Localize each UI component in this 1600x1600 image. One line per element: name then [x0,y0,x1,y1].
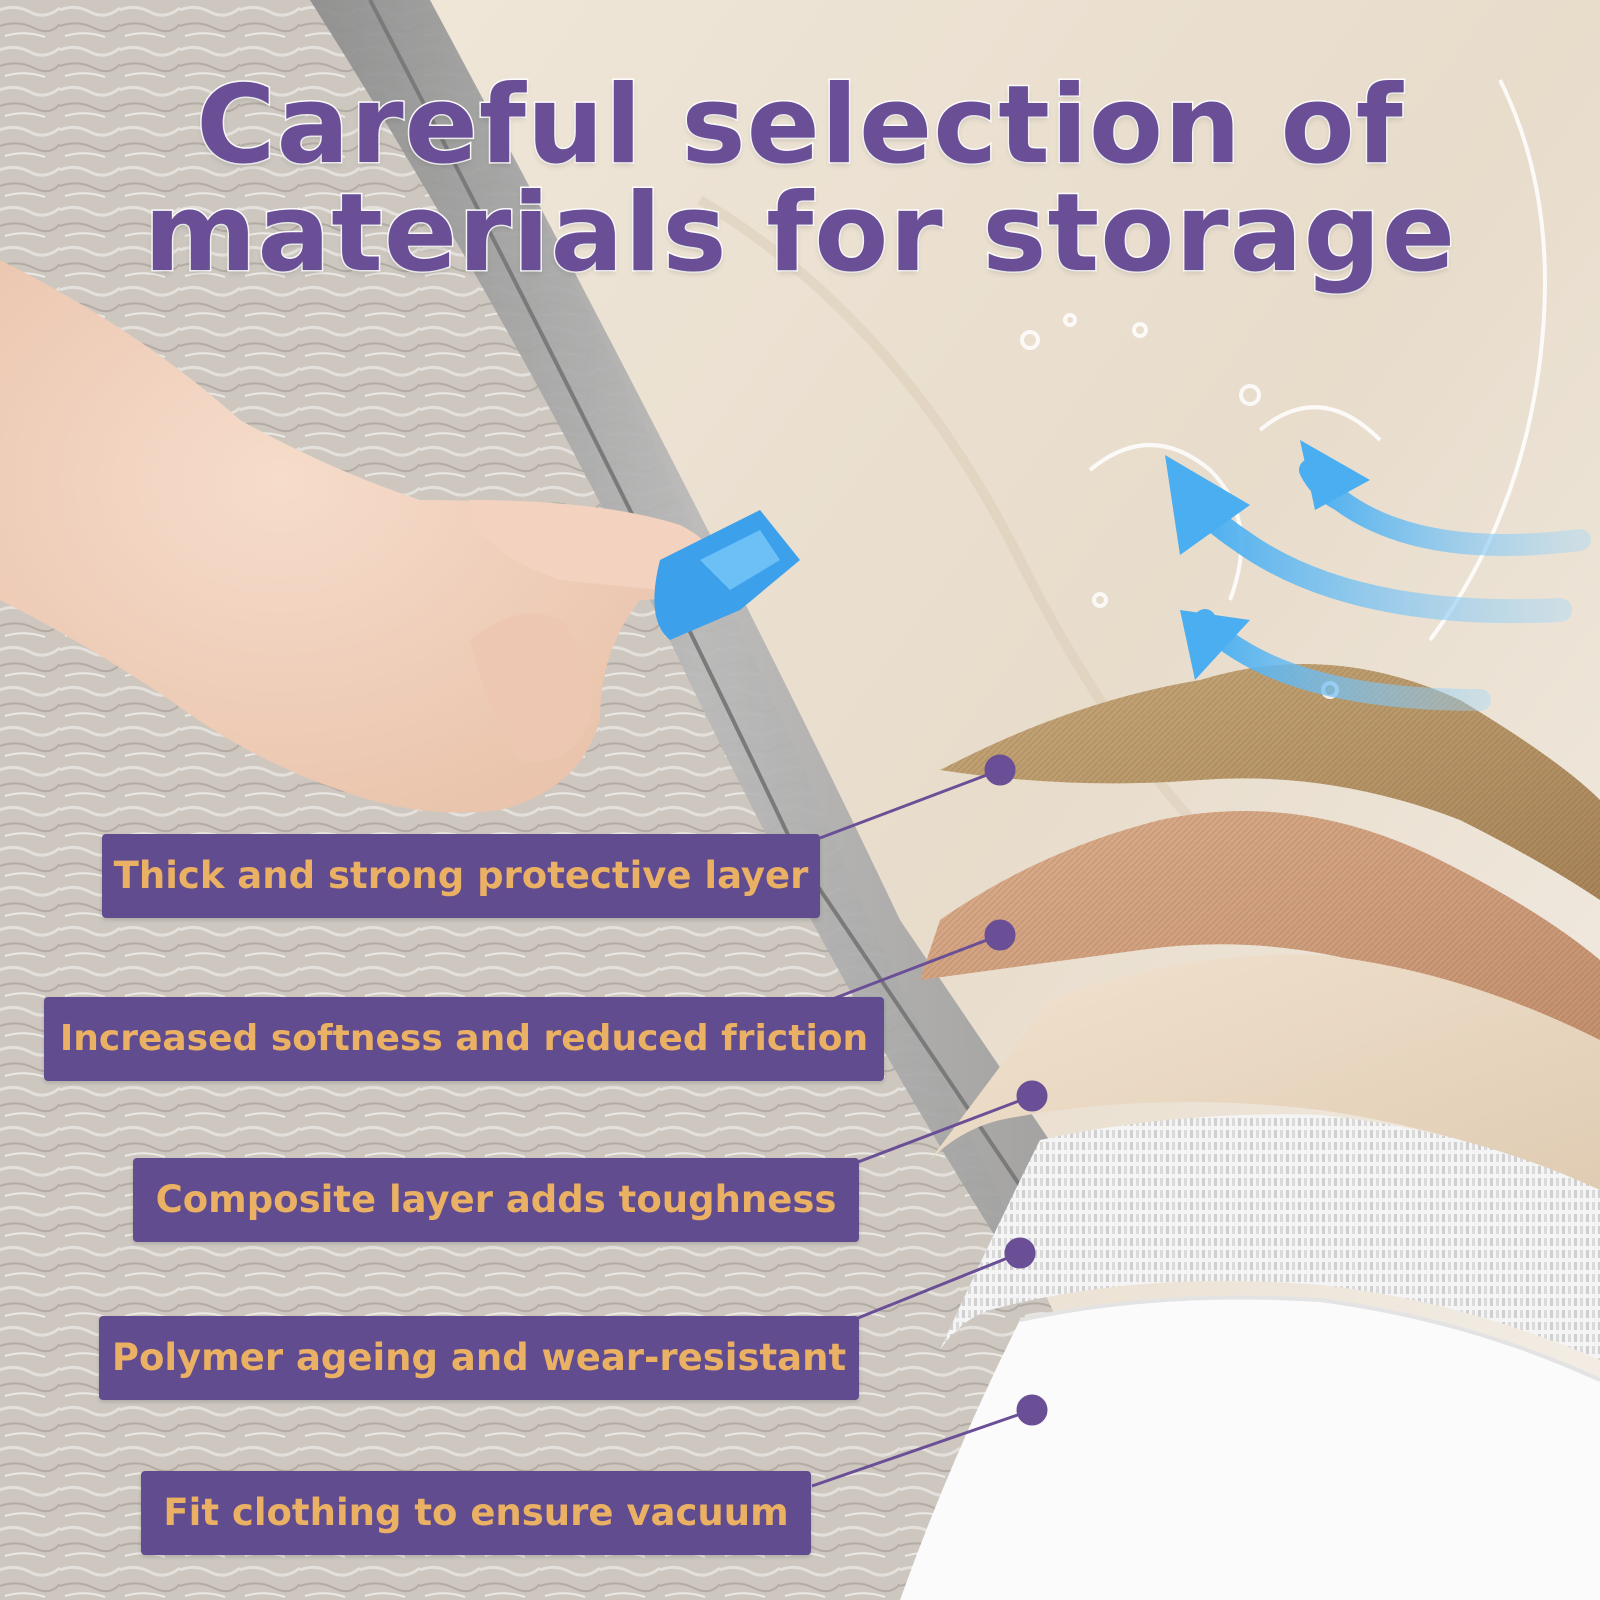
thumb [470,500,714,591]
callout-line-1 [819,768,1001,840]
headline-line-1: Careful selection of [195,63,1404,188]
callout-dot-4 [1004,1237,1036,1269]
airflow-arrows [1165,440,1591,711]
layer-label-protective: Thick and strong protective layer [102,834,820,918]
headline-line-2: materials for storage [142,171,1457,296]
callout-line-2 [829,933,1001,1002]
arrow-upper [1299,440,1591,556]
layer-label-softness: Increased softness and reduced friction [44,997,884,1081]
callout-dot-3 [1016,1080,1048,1112]
callout-line-5 [811,1408,1033,1488]
callout-dot-1 [984,754,1016,786]
layer-composite [930,954,1600,1190]
finger [470,613,592,762]
layer-fit [900,1297,1600,1600]
bag-fold [697,195,1254,884]
zipper-seam [368,0,1052,1232]
layer-label-fit: Fit clothing to ensure vacuum [141,1471,811,1555]
layer-label-composite: Composite layer adds toughness [133,1158,859,1242]
arrow-middle [1165,455,1572,624]
callout-line-4 [857,1251,1021,1320]
zipper-slider [654,510,800,640]
layer-polymer [940,1114,1600,1360]
callout-lines [811,754,1048,1488]
material-layers [900,664,1600,1600]
callout-dot-5 [1016,1394,1048,1426]
callout-line-3 [857,1094,1033,1164]
water-splash [1020,79,1547,699]
callout-dot-2 [984,919,1016,951]
arrow-lower [1180,609,1491,711]
zipper-track [310,0,1090,1260]
layer-label-polymer: Polymer ageing and wear-resistant [99,1316,859,1400]
